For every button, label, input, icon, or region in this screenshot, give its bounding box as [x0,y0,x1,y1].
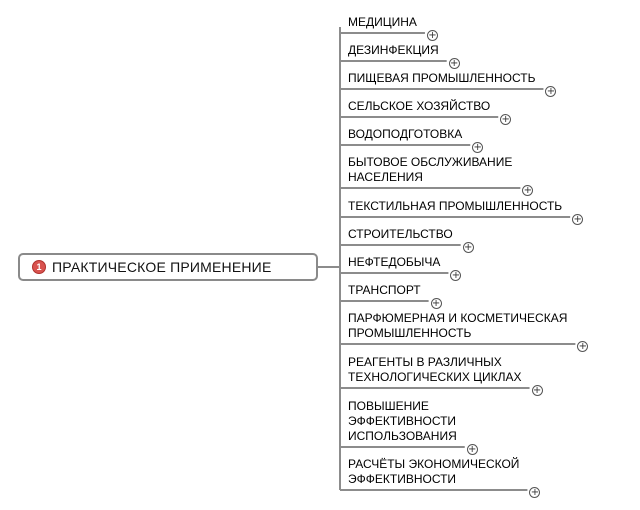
plus-circle-icon[interactable]: + [450,270,462,281]
plus-circle-icon[interactable]: + [522,185,534,196]
branch-topic[interactable]: СЕЛЬСКОЕ ХОЗЯЙСТВО [348,99,490,114]
branch-topic-label: ЭФФЕКТИВНОСТИ [348,414,457,428]
branch-topic[interactable]: ПИЩЕВАЯ ПРОМЫШЛЕННОСТЬ [348,71,535,86]
branch-topic[interactable]: ВОДОПОДГОТОВКА [348,127,462,142]
plus-circle-icon[interactable]: + [448,58,460,69]
plus-circle-icon[interactable]: + [572,214,584,225]
branch-topic-label: ДЕЗИНФЕКЦИЯ [348,43,439,57]
branch-topic-label: НАСЕЛЕНИЯ [348,170,423,184]
branch-topic-label: ПИЩЕВАЯ ПРОМЫШЛЕННОСТЬ [348,71,536,85]
branch-topic[interactable]: ДЕЗИНФЕКЦИЯ [348,43,439,58]
branch-topic-label: РЕАГЕНТЫ В РАЗЛИЧНЫХ [348,355,502,369]
branch-topic[interactable]: ТЕКСТИЛЬНАЯ ПРОМЫШЛЕННОСТЬ [348,199,562,214]
root-topic[interactable]: 1 ПРАКТИЧЕСКОЕ ПРИМЕНЕНИЕ [18,253,318,281]
branch-topic-label: ВОДОПОДГОТОВКА [348,127,463,141]
branch-topic-label: ТЕХНОЛОГИЧЕСКИХ ЦИКЛАХ [348,370,522,384]
priority-badge-icon: 1 [32,260,46,274]
branch-topic-label: РАСЧЁТЫ ЭКОНОМИЧЕСКОЙ [348,457,520,471]
branch-topic-label: ИСПОЛЬЗОВАНИЯ [348,429,457,443]
branch-topic-label: БЫТОВОЕ ОБСЛУЖИВАНИЕ [348,155,513,169]
branch-topic-label: СТРОИТЕЛЬСТВО [348,227,453,241]
branch-topic[interactable]: СТРОИТЕЛЬСТВО [348,227,453,242]
plus-circle-icon[interactable]: + [430,298,442,309]
branch-topic-label: ПОВЫШЕНИЕ [348,399,429,413]
plus-circle-icon[interactable]: + [426,30,438,41]
branch-topic[interactable]: ТРАНСПОРТ [348,283,421,298]
plus-circle-icon[interactable]: + [500,114,512,125]
branch-topic-label: НЕФТЕДОБЫЧА [348,255,441,269]
plus-circle-icon[interactable]: + [466,444,478,455]
branch-topic-label: ПАРФЮМЕРНАЯ И КОСМЕТИЧЕСКАЯ [348,311,568,325]
branch-topic[interactable]: МЕДИЦИНА [348,15,417,30]
branch-topic-label: ПРОМЫШЛЕННОСТЬ [348,326,472,340]
branch-topic-label: ТРАНСПОРТ [348,283,421,297]
plus-circle-icon[interactable]: + [462,242,474,253]
branch-topic[interactable]: НЕФТЕДОБЫЧА [348,255,440,270]
branch-topic-label: СЕЛЬСКОЕ ХОЗЯЙСТВО [348,99,491,113]
plus-circle-icon[interactable]: + [531,385,543,396]
branch-topic-label: ЭФФЕКТИВНОСТИ [348,472,457,486]
branch-topic-label: МЕДИЦИНА [348,15,417,29]
plus-circle-icon[interactable]: + [545,86,557,97]
plus-circle-icon[interactable]: + [577,341,589,352]
branch-topic-label: ТЕКСТИЛЬНАЯ ПРОМЫШЛЕННОСТЬ [348,199,563,213]
plus-circle-icon[interactable]: + [529,487,541,498]
plus-circle-icon[interactable]: + [472,142,484,153]
root-topic-label: ПРАКТИЧЕСКОЕ ПРИМЕНЕНИЕ [52,259,272,275]
